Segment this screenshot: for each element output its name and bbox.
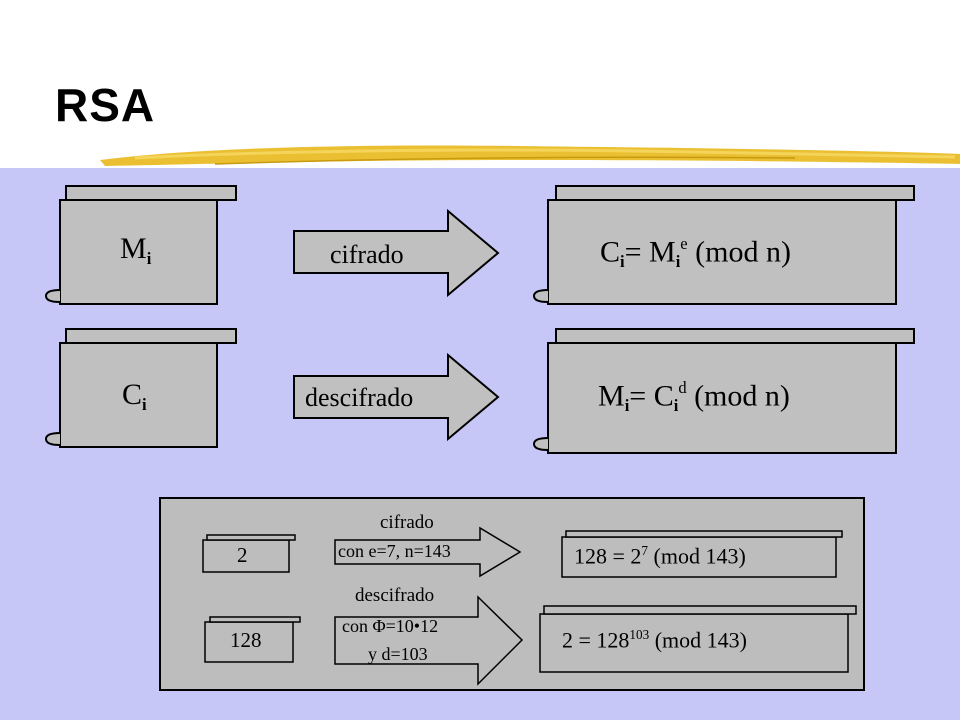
example-row2-arrow-params-2: y d=103 — [368, 644, 428, 664]
example-box — [159, 497, 865, 691]
scroll-message-input — [44, 185, 237, 305]
example-row1-input: 2 — [237, 543, 248, 567]
example-row1-arrow-title: cifrado — [380, 512, 434, 533]
example-row1-arrow-params: con e=7, n=143 — [338, 541, 451, 561]
example-row1-result: 128 = 27 (mod 143) — [574, 543, 746, 569]
row1-arrow-label: cifrado — [330, 240, 404, 269]
decrypt-arrow — [293, 352, 500, 442]
scroll-ciphertext-input — [44, 328, 237, 448]
example-row2-arrow-title: descifrado — [355, 585, 435, 606]
example-row2-result: 2 = 128103 (mod 143) — [562, 627, 747, 653]
row2-output-formula: Mi= Cid (mod n) — [598, 378, 790, 416]
row2-input-label: Ci — [122, 378, 147, 414]
yellow-brush-stroke — [100, 145, 960, 166]
example-row2-input: 128 — [230, 628, 262, 652]
slide-title: RSA — [55, 79, 156, 131]
row2-arrow-label: descifrado — [305, 383, 414, 412]
row1-input-label: Mi — [120, 232, 152, 268]
scroll-ciphertext-output — [532, 185, 915, 305]
example-row2-arrow-params-1: con Φ=10•12 — [342, 616, 439, 636]
example-encrypt-arrow — [334, 526, 522, 578]
encrypt-arrow — [293, 208, 500, 298]
rsa-diagram — [44, 185, 915, 691]
example-decrypt-arrow — [334, 595, 524, 686]
row1-output-formula: Ci= Mie (mod n) — [600, 234, 791, 272]
scroll-message-output — [532, 328, 915, 454]
